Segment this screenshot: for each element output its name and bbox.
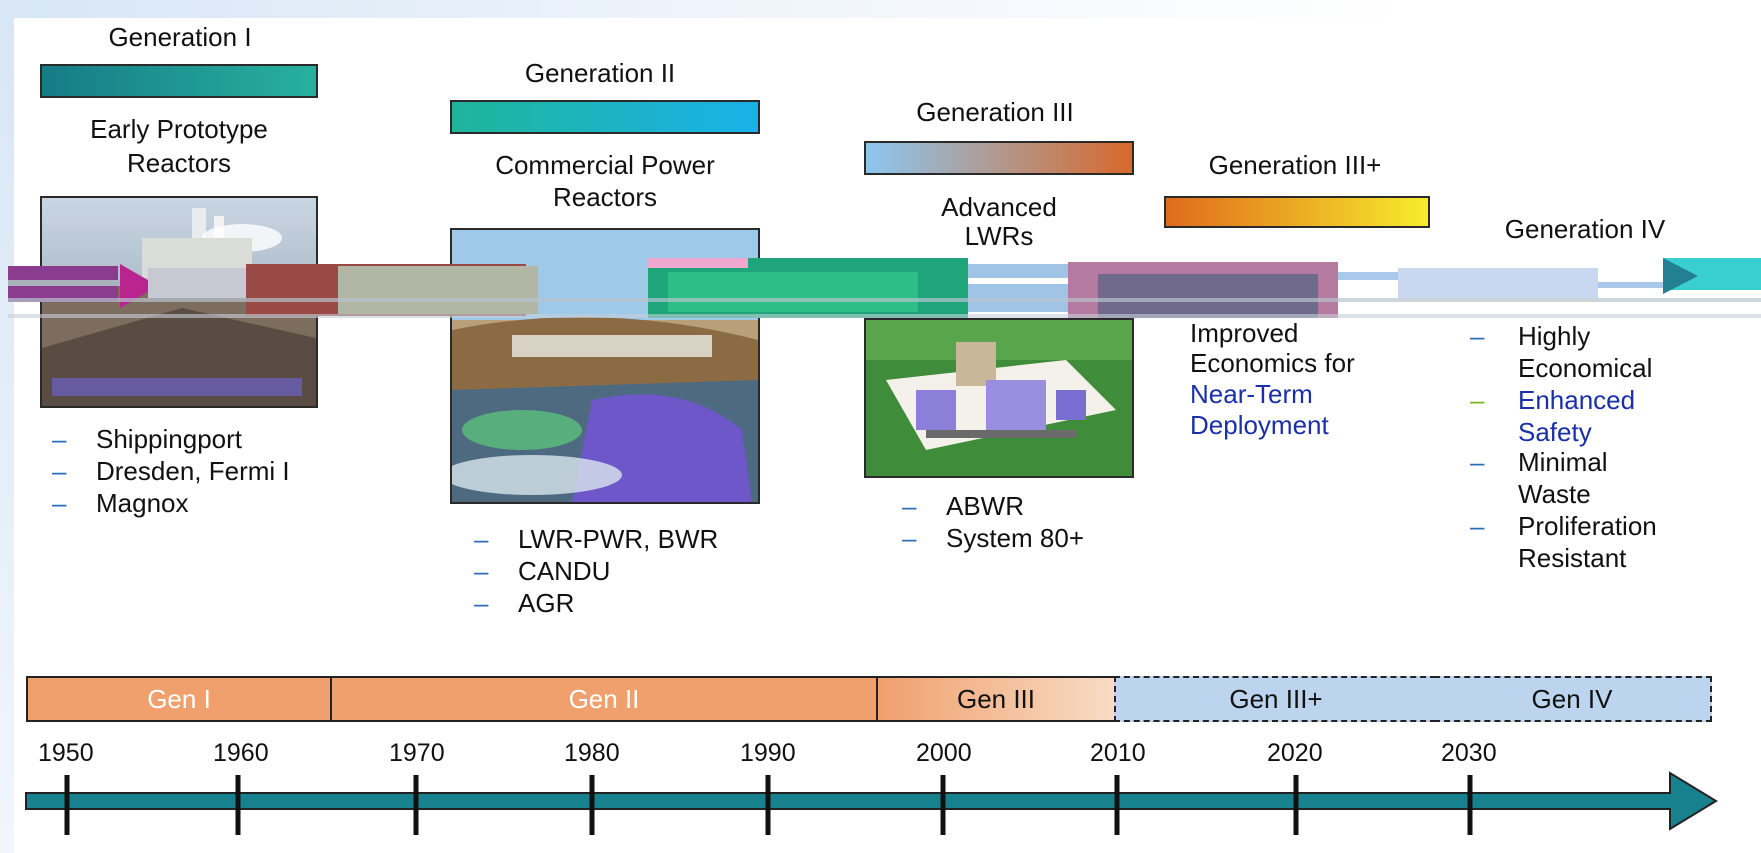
gen3-reactor-photo bbox=[864, 318, 1134, 478]
gen3plus-bar bbox=[1164, 196, 1430, 228]
list-item-line2: Economical bbox=[1518, 353, 1653, 383]
list-item-line1: Highly bbox=[1518, 321, 1591, 351]
timeline-segment-gen1: Gen I bbox=[26, 676, 332, 722]
gen1-bar bbox=[40, 64, 318, 98]
gen2-title: Generation II bbox=[524, 58, 676, 88]
gen3-subtitle-line1: Advanced bbox=[941, 192, 1057, 222]
list-item-label: Shippingport bbox=[96, 424, 242, 454]
glitch-band bbox=[8, 258, 1761, 330]
timeline-axis-arrow bbox=[25, 771, 1718, 835]
list-item: –CANDU bbox=[474, 556, 611, 586]
gen1-title: Generation I bbox=[108, 22, 252, 52]
list-item-label: Dresden, Fermi I bbox=[96, 456, 290, 486]
timeline-segment-gen2: Gen II bbox=[330, 676, 878, 722]
list-item-line1: Proliferation bbox=[1518, 511, 1657, 541]
gen3-example-list: –ABWR –System 80+ bbox=[902, 490, 1084, 554]
gen1-subtitle-line2: Reactors bbox=[126, 148, 232, 178]
list-item-line2: Safety bbox=[1518, 417, 1592, 447]
year-label: 1960 bbox=[213, 739, 269, 767]
list-item-label: AGR bbox=[518, 588, 575, 618]
gen1-example-list: –Shippingport –Dresden, Fermi I –Magnox bbox=[52, 423, 290, 519]
timeline-segment-gen4: Gen IV bbox=[1434, 676, 1712, 722]
list-item: –ABWR bbox=[902, 491, 1024, 521]
gen3-subtitle-line2: LWRs bbox=[964, 221, 1034, 251]
year-label: 2030 bbox=[1441, 739, 1497, 767]
list-item: –System 80+ bbox=[902, 523, 1085, 553]
list-item-line1: Enhanced bbox=[1518, 385, 1636, 415]
year-label: 2010 bbox=[1090, 739, 1146, 767]
gen2-subtitle-line1: Commercial Power bbox=[495, 150, 715, 180]
gen1-subtitle-line1: Early Prototype bbox=[90, 114, 268, 144]
top-band bbox=[0, 0, 1761, 18]
list-item-line2: Waste bbox=[1518, 479, 1591, 509]
timeline-segment-gen3: Gen III bbox=[876, 676, 1116, 722]
gen2-bar bbox=[450, 100, 760, 134]
list-item: –Magnox bbox=[52, 488, 189, 518]
gen3-bar bbox=[864, 141, 1134, 175]
left-band bbox=[0, 0, 14, 853]
timeline-segment-gen3plus: Gen III+ bbox=[1114, 676, 1436, 722]
timeline-arrow-shape bbox=[25, 771, 1718, 831]
year-label: 1970 bbox=[389, 739, 445, 767]
list-item: –Dresden, Fermi I bbox=[52, 456, 290, 486]
year-label: 1980 bbox=[564, 739, 620, 767]
list-item-label: LWR-PWR, BWR bbox=[518, 524, 719, 554]
year-label: 1950 bbox=[38, 739, 94, 767]
year-label: 2020 bbox=[1267, 739, 1323, 767]
list-item: –Shippingport bbox=[52, 424, 242, 454]
list-item: –LWR-PWR, BWR bbox=[474, 524, 719, 554]
list-item-label: System 80+ bbox=[946, 523, 1085, 553]
gen3plus-subtitle-line4: Deployment bbox=[1190, 410, 1329, 440]
year-tick-marks bbox=[64, 775, 1473, 835]
year-label: 1990 bbox=[740, 739, 796, 767]
gen3plus-subtitle-line2: Economics for bbox=[1190, 348, 1355, 378]
gen3plus-subtitle-line1: Improved bbox=[1190, 318, 1299, 348]
list-item-line1: Minimal bbox=[1518, 447, 1608, 477]
gen3-title: Generation III bbox=[916, 97, 1074, 127]
list-item: –AGR bbox=[474, 588, 575, 618]
gen2-subtitle-line2: Reactors bbox=[552, 182, 658, 212]
gen4-title: Generation IV bbox=[1504, 214, 1666, 244]
list-item-label: ABWR bbox=[946, 491, 1024, 521]
gen2-example-list: –LWR-PWR, BWR –CANDU –AGR bbox=[474, 523, 718, 619]
list-item-line2: Resistant bbox=[1518, 543, 1627, 573]
year-label: 2000 bbox=[916, 739, 972, 767]
gen3plus-title: Generation III+ bbox=[1208, 150, 1382, 180]
gen3plus-subtitle-line3: Near-Term bbox=[1190, 379, 1313, 409]
list-item-label: CANDU bbox=[518, 556, 611, 586]
list-item-label: Magnox bbox=[96, 488, 189, 518]
